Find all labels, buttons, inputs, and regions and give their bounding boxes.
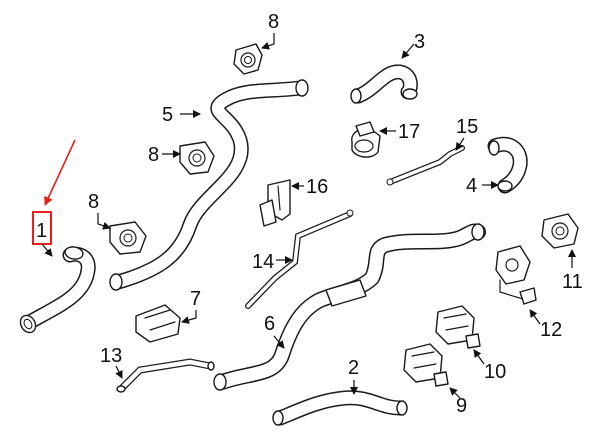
part-3-hose <box>350 64 418 104</box>
part-8-clamp-middle <box>179 141 215 175</box>
part-4-hose <box>487 136 528 194</box>
callout-7[interactable]: 7 <box>190 288 201 310</box>
callout-13[interactable]: 13 <box>100 345 122 367</box>
leader-3 <box>401 43 415 59</box>
callout-14[interactable]: 14 <box>252 251 274 273</box>
callout-3[interactable]: 3 <box>414 31 425 53</box>
part-8-clamp-top <box>233 43 263 75</box>
leader-6 <box>273 335 285 349</box>
callout-10[interactable]: 10 <box>484 361 506 383</box>
part-14-pipe <box>245 209 354 309</box>
callout-12[interactable]: 12 <box>540 319 562 341</box>
leader-12 <box>529 309 541 325</box>
part-5-hose <box>109 79 309 291</box>
callout-5[interactable]: 5 <box>162 104 173 126</box>
part-2-hose <box>272 390 408 426</box>
part-1-hose <box>19 246 96 334</box>
callout-15[interactable]: 15 <box>456 116 478 138</box>
callout-2[interactable]: 2 <box>348 357 359 379</box>
leader-7 <box>181 310 197 324</box>
callout-8-middle[interactable]: 8 <box>148 144 159 166</box>
part-10-bracket <box>435 305 481 349</box>
leader-1 <box>41 243 53 257</box>
part-9-bracket <box>403 343 449 387</box>
leader-10 <box>473 349 485 365</box>
callout-16[interactable]: 16 <box>306 176 328 198</box>
part-11-clamp <box>541 213 579 249</box>
part-17-fitting <box>351 121 381 158</box>
callout-8-left[interactable]: 8 <box>88 191 99 213</box>
callout-6[interactable]: 6 <box>264 313 275 335</box>
callout-8-top[interactable]: 8 <box>268 11 279 33</box>
part-15-pipe <box>386 145 465 186</box>
callout-1[interactable]: 1 <box>36 220 47 242</box>
part-16-bracket <box>259 179 291 227</box>
callout-17[interactable]: 17 <box>398 121 420 143</box>
callout-9[interactable]: 9 <box>456 395 467 417</box>
part-13-hose <box>116 358 215 393</box>
part-8-clamp-left <box>109 221 147 255</box>
callout-4[interactable]: 4 <box>466 175 477 197</box>
leader-8-top <box>261 33 275 50</box>
part-7-bracket <box>135 304 181 343</box>
callout-11[interactable]: 11 <box>562 271 583 293</box>
part-12-bracket <box>495 245 537 305</box>
leader-13 <box>115 365 123 379</box>
leader-9 <box>449 387 461 399</box>
part-6-hose <box>213 223 486 391</box>
red-arrow-1 <box>44 139 76 206</box>
leader-15 <box>455 137 465 151</box>
leader-8-left <box>97 213 111 230</box>
